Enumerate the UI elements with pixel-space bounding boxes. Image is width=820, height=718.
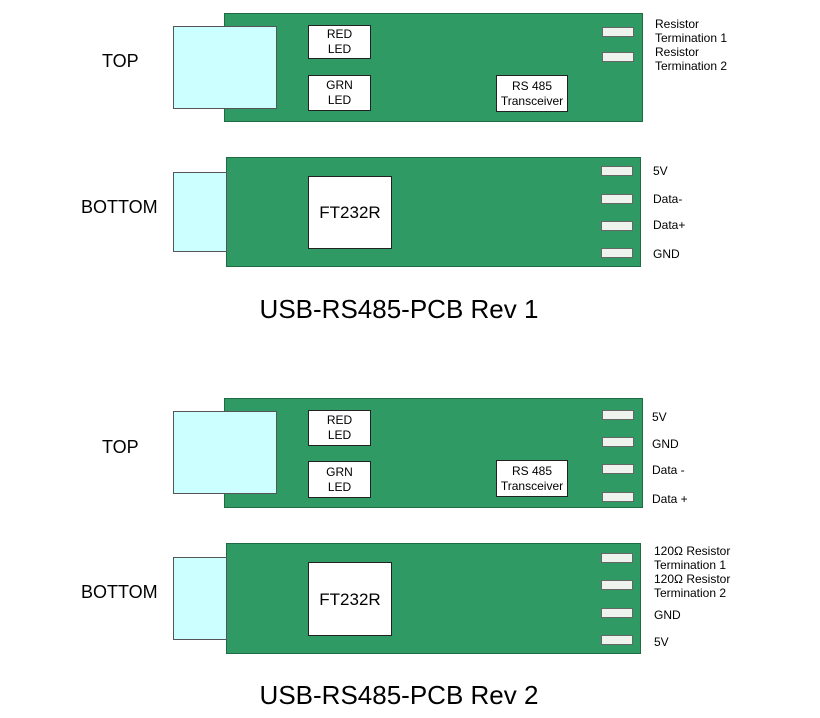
rev1-bottom-pad xyxy=(601,248,633,258)
rev2-top-grn-led: GRN LED xyxy=(308,461,371,498)
rev1-top-pad xyxy=(602,52,634,62)
rev1-bottom-pin-label: GND xyxy=(653,247,680,261)
rev1-top-pin-label: Resistor Termination 2 xyxy=(655,45,728,73)
rev2-bottom-ft232r-chip: FT232R xyxy=(308,562,392,636)
rev1-bottom-ft232r-chip: FT232R xyxy=(308,176,392,249)
rev1-title: USB-RS485-PCB Rev 1 xyxy=(259,294,539,324)
rev1-bottom-pad xyxy=(601,221,633,231)
rev2-top-pin-label: Data - xyxy=(652,463,685,477)
rev2-top-pin-label: GND xyxy=(652,437,679,451)
rev2-top-usb-connector xyxy=(173,411,277,494)
rev1-top-red-led: RED LED xyxy=(308,25,371,59)
rev2-top-rs485-transceiver: RS 485 Transceiver xyxy=(496,460,568,497)
rev2-top-pad xyxy=(602,464,634,474)
rev1-bottom-pin-label: Data+ xyxy=(653,218,686,232)
rev2-bottom-pcb xyxy=(226,543,641,654)
rev2-top-pin-label: Data + xyxy=(652,492,688,506)
rev2-bottom-pad xyxy=(601,580,633,590)
rev1-bottom-pad xyxy=(601,194,633,204)
rev1-top-rs485-transceiver: RS 485 Transceiver xyxy=(496,75,568,112)
rev2-bottom-pad xyxy=(601,635,633,645)
rev2-bottom-side-label: BOTTOM xyxy=(81,582,158,602)
rev1-bottom-usb-connector xyxy=(173,172,227,252)
rev2-bottom-pin-label: GND xyxy=(654,608,681,622)
rev1-bottom-pin-label: 5V xyxy=(653,164,668,178)
rev1-bottom-pcb xyxy=(226,157,641,267)
rev1-top-pin-label: Resistor Termination 1 xyxy=(655,17,728,45)
rev1-top-pad xyxy=(602,27,634,37)
rev1-top-grn-led: GRN LED xyxy=(308,75,371,111)
rev1-bottom-pin-label: Data- xyxy=(653,192,683,206)
rev2-bottom-pin-label: 120Ω Resistor Termination 1 xyxy=(654,544,731,572)
rev2-bottom-pin-label: 120Ω Resistor Termination 2 xyxy=(654,572,731,600)
rev2-bottom-pin-label: 5V xyxy=(654,635,669,649)
rev1-bottom-pad xyxy=(601,166,633,176)
rev1-top-pcb xyxy=(224,13,643,122)
rev2-top-side-label: TOP xyxy=(102,437,139,457)
rev2-top-pin-label: 5V xyxy=(652,410,667,424)
rev2-bottom-usb-connector xyxy=(173,557,227,640)
rev2-title: USB-RS485-PCB Rev 2 xyxy=(259,680,539,710)
rev2-top-pad xyxy=(602,410,634,420)
rev2-top-pad xyxy=(602,492,634,502)
rev2-top-pcb xyxy=(224,398,643,508)
rev1-bottom-side-label: BOTTOM xyxy=(81,197,158,217)
rev2-bottom-pad xyxy=(601,608,633,618)
rev2-bottom-pad xyxy=(601,553,633,563)
rev1-top-side-label: TOP xyxy=(102,51,139,71)
rev2-top-red-led: RED LED xyxy=(308,410,371,446)
rev2-top-pad xyxy=(602,437,634,447)
rev1-top-usb-connector xyxy=(173,26,277,109)
